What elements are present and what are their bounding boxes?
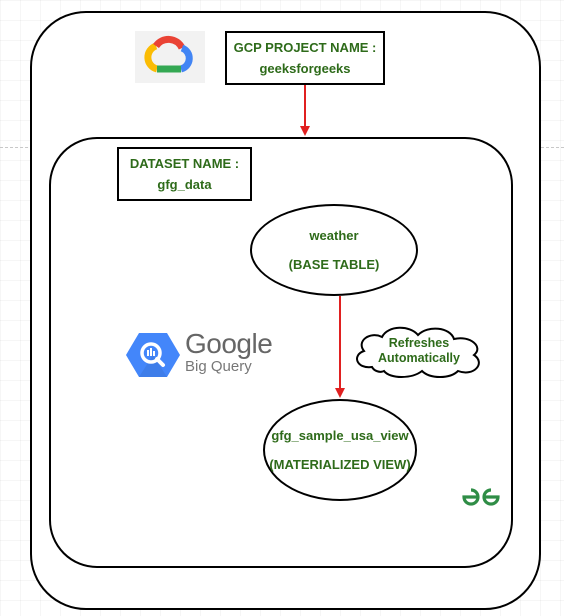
bigquery-brand-text: Google <box>185 328 273 359</box>
refresh-note-line2: Automatically <box>378 351 460 365</box>
bigquery-magnifier-icon <box>126 333 180 377</box>
view-kind: (MATERIALIZED VIEW) <box>269 457 411 472</box>
view-name: gfg_sample_usa_view <box>271 428 409 443</box>
google-cloud-logo-icon <box>135 31 205 83</box>
dataset-name: gfg_data <box>157 177 212 192</box>
bigquery-product-text: Big Query <box>185 358 252 375</box>
project-name: geeksforgeeks <box>259 61 351 76</box>
dataset-label: DATASET NAME : <box>129 156 240 171</box>
dataset-name-box: DATASET NAME : gfg_data <box>117 147 252 201</box>
refresh-note-cloud: Refreshes Automatically <box>350 323 488 379</box>
base-table-name: weather <box>309 228 359 243</box>
materialized-view-node: gfg_sample_usa_view (MATERIALIZED VIEW) <box>263 399 417 501</box>
refresh-note-line1: Refreshes <box>388 336 450 350</box>
gfg-logo-icon <box>462 488 500 506</box>
base-table-node: weather (BASE TABLE) <box>250 204 418 296</box>
base-table-kind: (BASE TABLE) <box>288 257 380 272</box>
project-label: GCP PROJECT NAME : <box>233 40 377 55</box>
project-name-box: GCP PROJECT NAME : geeksforgeeks <box>225 31 385 85</box>
